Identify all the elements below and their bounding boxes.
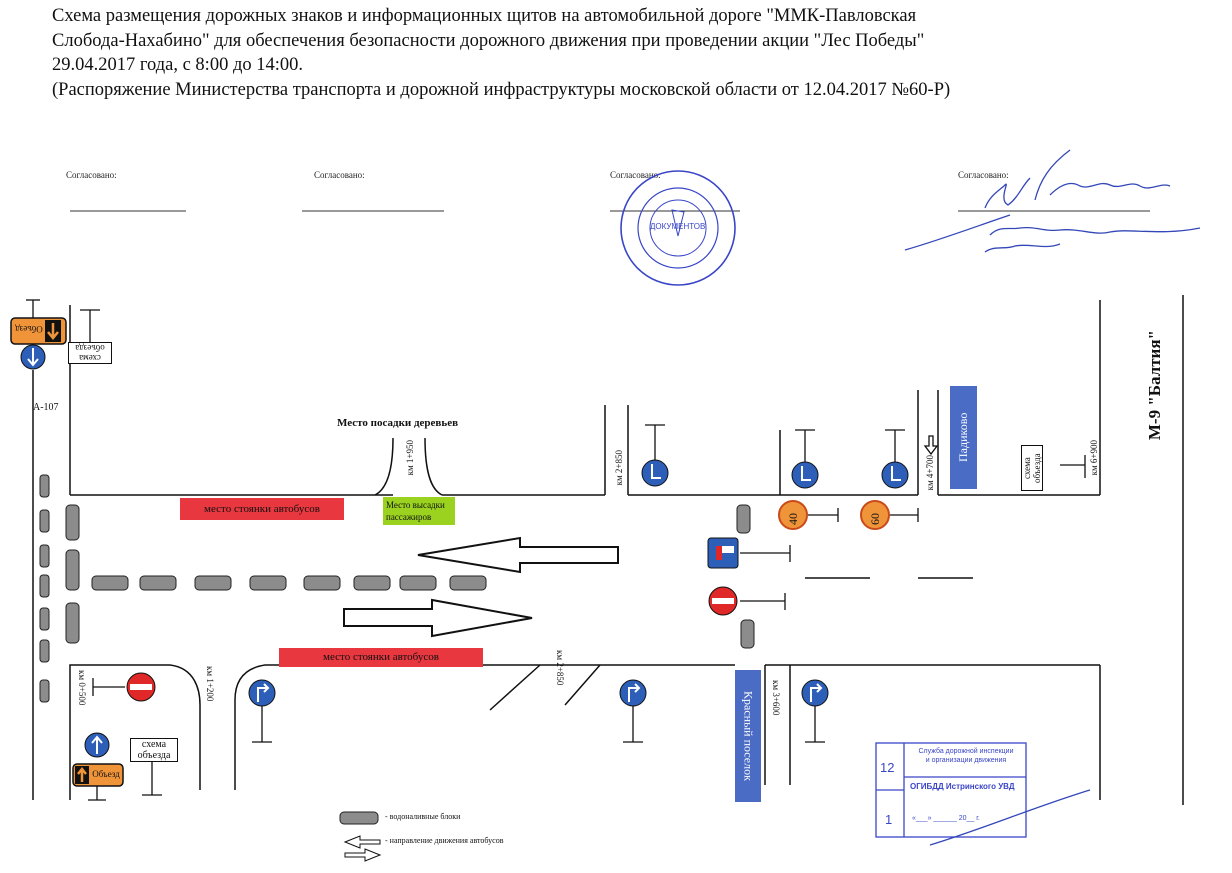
- stamp-org: ОГИБДД Истринского УВД: [910, 782, 1015, 791]
- km-marker-1950: км 1+950: [405, 440, 415, 476]
- km-marker-0500: км 0+500: [77, 670, 87, 706]
- stamp-number: 12: [880, 760, 895, 775]
- approval-label-4: Согласовано:: [958, 170, 1009, 180]
- stamp-service-line-2: и организации движения: [925, 757, 1007, 764]
- km-marker-3600: км 3+600: [771, 680, 781, 716]
- approval-label-2: Согласовано:: [314, 170, 365, 180]
- detour-signs: [10, 317, 124, 787]
- km-marker-1200: км 1+200: [205, 666, 215, 702]
- detour-scheme-board-1: схема объезда: [68, 342, 112, 364]
- speed-limit-60: 60: [868, 513, 882, 525]
- km-marker-2850-bottom: км 2+850: [555, 650, 565, 686]
- town-sign-krasny: Красный поселок: [735, 670, 761, 802]
- title-line-1: Схема размещения дорожных знаков и инфор…: [52, 6, 917, 26]
- detour-scheme-board-2: схема объезда: [1021, 445, 1043, 491]
- km-marker-4700: км 4+700: [925, 455, 935, 491]
- no-entry-signs: [126, 586, 738, 702]
- road-label-m9: М-9 "Балтия": [1145, 330, 1164, 441]
- inspection-stamp: [875, 742, 1091, 846]
- drop-off-zone: Место высадки пассажиров: [383, 497, 455, 525]
- seal-center-text: ДОКУМЕНТОВ: [650, 222, 706, 231]
- legend-direction: - направление движения автобусов: [385, 836, 504, 845]
- tree-planting-label: Место посадки деревьев: [337, 417, 459, 429]
- detour-sign-label-2: Объезд: [92, 769, 120, 779]
- stamp-service-line-1: Служба дорожной инспекции: [918, 748, 1014, 755]
- town-sign-padikovo: Падиково: [950, 386, 977, 489]
- handwritten-signature: [904, 149, 1201, 253]
- road-lines: [32, 295, 1184, 805]
- speed-signs: [778, 500, 890, 530]
- sign-posts: [26, 299, 1086, 801]
- direction-arrows: [343, 536, 619, 862]
- stamp-date: «___» ______ 20__ г.: [912, 815, 980, 822]
- stamp-service: Служба дорожной инспекции и организации …: [906, 747, 1026, 765]
- round-seal: [620, 170, 736, 286]
- bus-parking-top: место стоянки автобусов: [180, 498, 344, 520]
- detour-sign-label-1: Объезд: [15, 324, 43, 334]
- title-line-3: 29.04.2017 года, с 8:00 до 14:00.: [52, 55, 303, 75]
- blue-signs: [20, 344, 909, 758]
- legend-blocks: - водоналивные блоки: [385, 812, 461, 821]
- approval-label-1: Согласовано:: [66, 170, 117, 180]
- road-label-a107: А-107: [33, 402, 59, 413]
- bus-parking-bottom: место стоянки автобусов: [279, 648, 483, 667]
- title-line-2: Слобода-Нахабино" для обеспечения безопа…: [52, 30, 925, 51]
- stamp-number-2: 1: [885, 812, 893, 827]
- approval-label-3: Согласовано:: [610, 170, 661, 180]
- km-marker-6900: км 6+900: [1089, 440, 1099, 476]
- detour-scheme-board-3: схема объезда: [130, 738, 178, 762]
- km-marker-2850-top: км 2+850: [614, 450, 624, 486]
- page-title: Схема размещения дорожных знаков и инфор…: [52, 4, 1222, 102]
- water-blocks: [39, 474, 755, 825]
- title-line-4: (Распоряжение Министерства транспорта и …: [52, 79, 951, 100]
- speed-limit-40: 40: [786, 513, 800, 525]
